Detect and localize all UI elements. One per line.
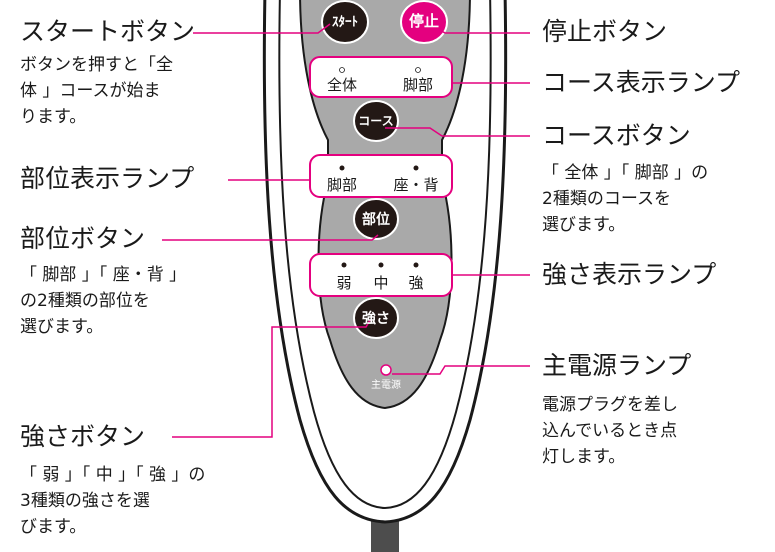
part-lamp-label-legs: 脚部 xyxy=(326,176,357,194)
course-lamp-dot-all xyxy=(339,67,345,73)
leader-start xyxy=(193,23,331,34)
leader-lines xyxy=(162,23,530,438)
strength-lamp-label-weak: 弱 xyxy=(336,274,352,292)
start-button-label[interactable]: ｽﾀｰﾄ xyxy=(332,15,358,30)
part-lamp-label-seat: 座・背 xyxy=(393,176,439,194)
leader-strength-button xyxy=(172,319,371,438)
part-button-desc: 「 脚部 」「 座・背 」 の2種類の部位を 選びます。 xyxy=(20,265,187,337)
strength-button xyxy=(353,297,399,339)
leader-course-button xyxy=(385,127,530,137)
course-lamp-label-all: 全体 xyxy=(326,76,357,94)
course-button xyxy=(353,100,399,142)
power-lamp-label: 主電源 xyxy=(371,380,401,391)
start-button-desc: ボタンを押すと「全 体 」コースが始ま ります。 xyxy=(20,55,173,127)
course-lamp-dot-legs xyxy=(415,67,421,73)
power-lamp-desc: 電源プラグを差し 込んでいるとき点 灯します。 xyxy=(542,395,678,467)
power-lamp-title: 主電源ランプ xyxy=(542,351,692,380)
course-lamp-title: コース表示ランプ xyxy=(542,68,741,97)
part-button xyxy=(353,198,399,240)
leader-power xyxy=(392,365,530,375)
strength-lamp-dot-weak xyxy=(341,262,347,268)
part-button-label[interactable]: 部位 xyxy=(362,212,390,228)
stop-button-title: 停止ボタン xyxy=(542,17,668,46)
strength-lamp-dot-strong xyxy=(413,262,419,268)
start-button xyxy=(321,0,369,44)
leader-part-button xyxy=(162,234,379,241)
strength-button-title: 強さボタン xyxy=(20,422,146,451)
strength-lamp-title: 強さ表示ランプ xyxy=(542,260,717,289)
power-lamp-dot xyxy=(380,364,392,376)
part-lamp-title: 部位表示ランプ xyxy=(20,164,195,193)
start-button-title: スタートボタン xyxy=(20,17,196,46)
strength-lamp-label-strong: 強 xyxy=(408,274,424,292)
power-cable xyxy=(371,520,399,552)
course-button-title: コースボタン xyxy=(542,121,691,150)
strength-lamp-label-mid: 中 xyxy=(373,274,389,292)
strength-lamp-dot-mid xyxy=(378,262,384,268)
course-button-desc: 「 全体 」「 脚部 」の 2種類のコースを 選びます。 xyxy=(542,163,709,235)
course-lamp-box xyxy=(309,56,453,98)
strength-button-desc: 「 弱 」「 中 」「 強 」の 3種類の強さを選 びます。 xyxy=(20,465,206,537)
stop-button-label[interactable]: 停止 xyxy=(408,12,439,30)
strength-button-label[interactable]: 強さ xyxy=(362,311,390,327)
part-button-title: 部位ボタン xyxy=(20,224,146,253)
part-lamp-box xyxy=(309,154,453,198)
stop-button xyxy=(400,0,448,44)
course-button-label[interactable]: コース xyxy=(358,114,394,128)
remote-body-inner xyxy=(278,0,492,510)
part-lamp-dot-seat xyxy=(413,165,419,171)
leader-stop xyxy=(429,23,530,34)
part-lamp-dot-legs xyxy=(339,165,345,171)
course-lamp-label-legs: 脚部 xyxy=(402,76,433,94)
